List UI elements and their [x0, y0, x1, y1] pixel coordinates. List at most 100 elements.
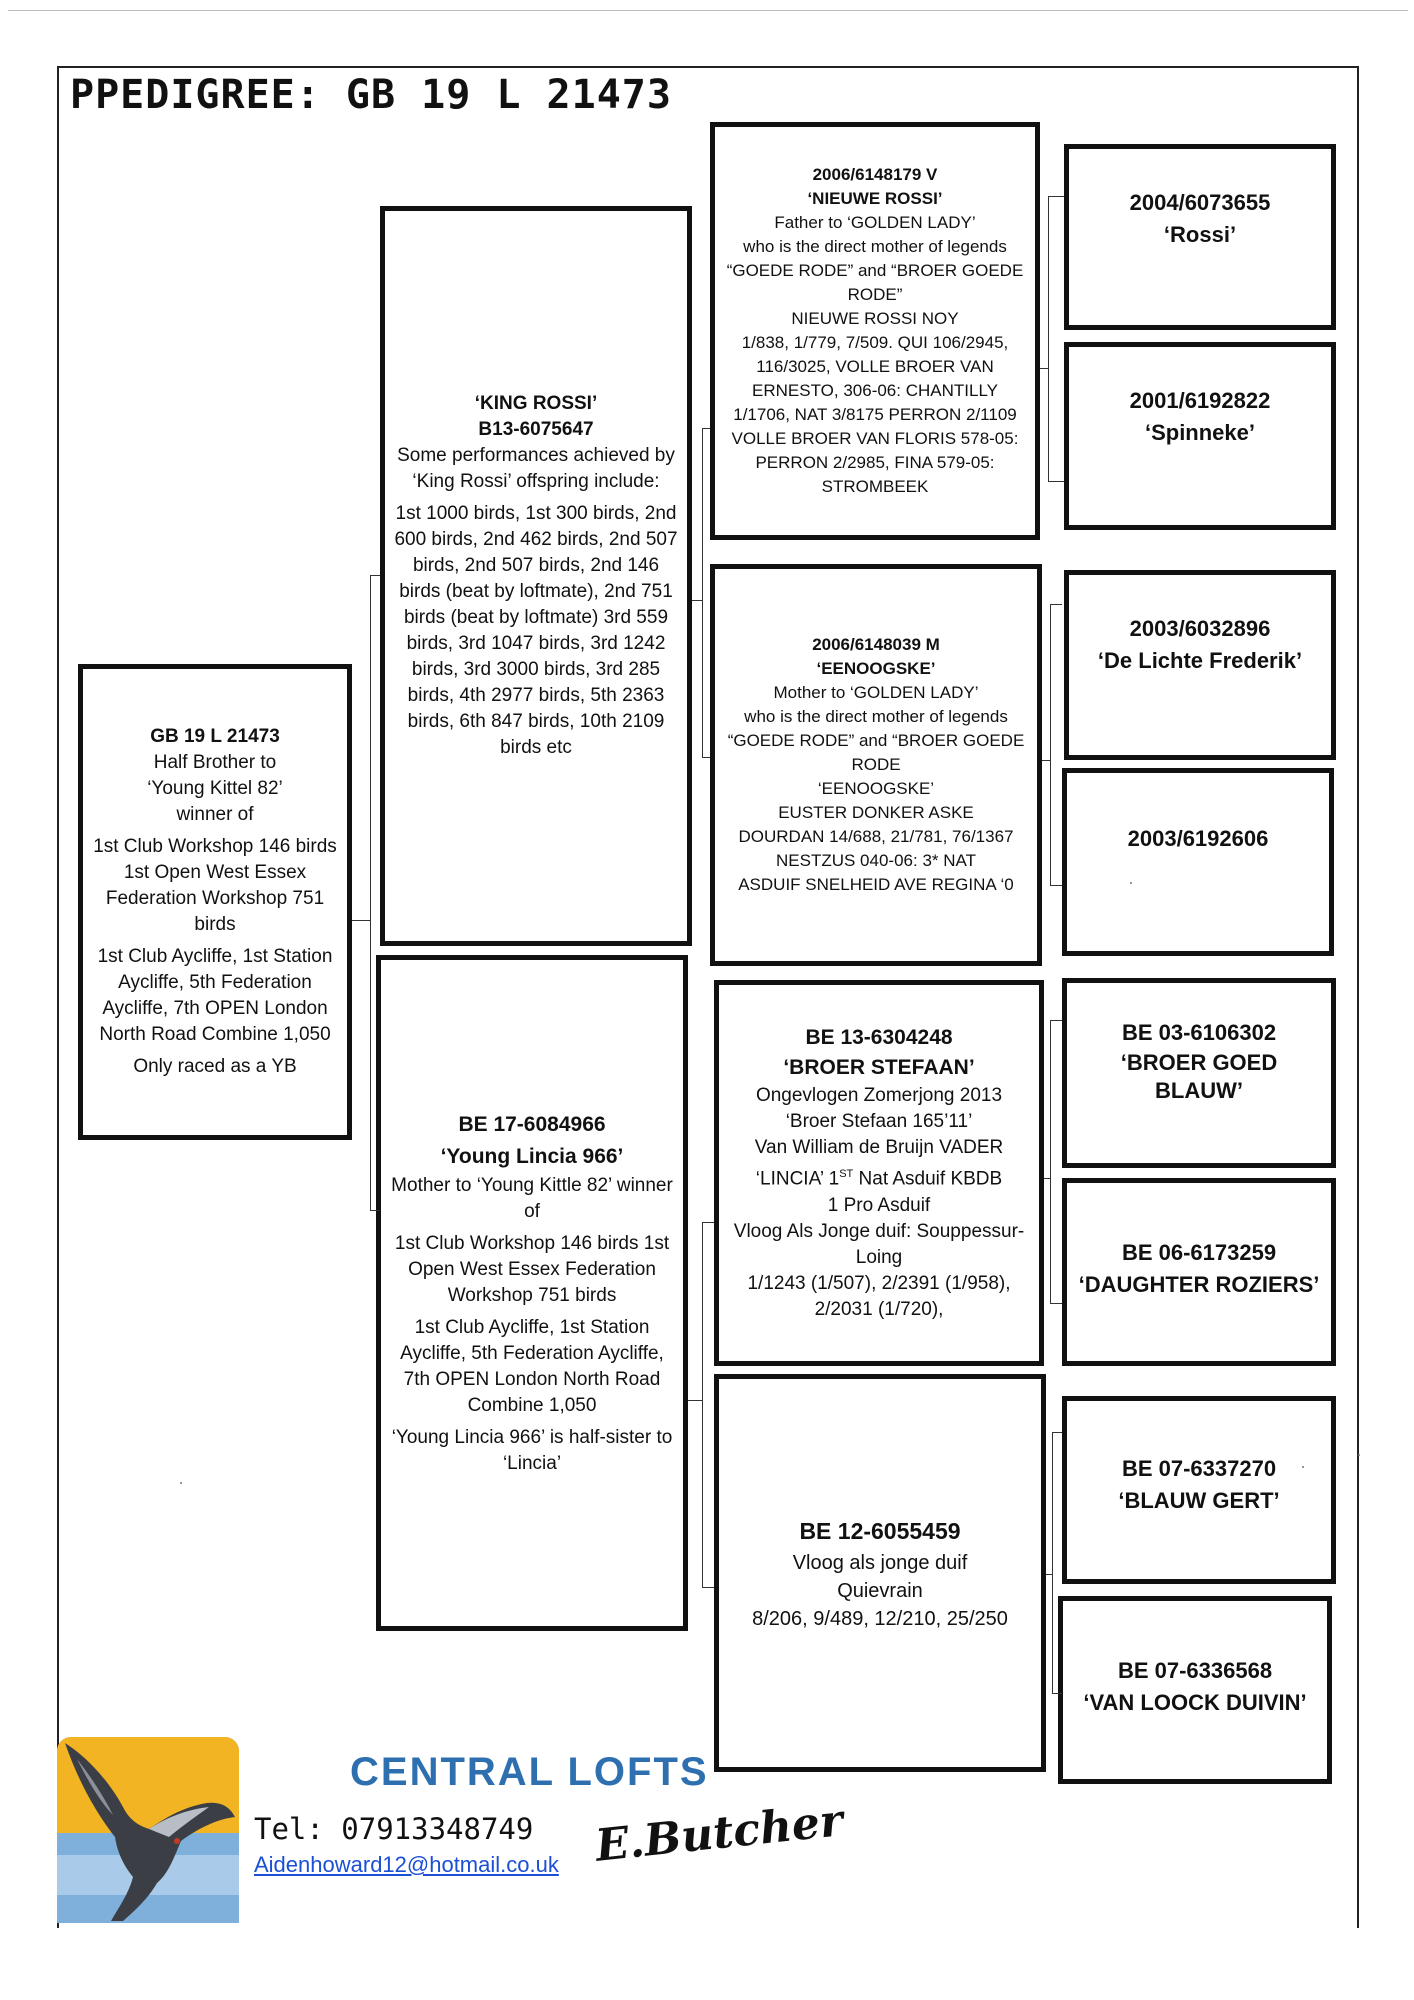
grandparent-line: Vloog als jonge duif [792, 1552, 968, 1574]
grandparent-line: ‘EENOOGSKE’ [817, 779, 935, 798]
scan-speck [1358, 1454, 1360, 1456]
grandparent-line: ‘LINCIA’ 1ST Nat Asduif KBDB [755, 1168, 1003, 1190]
grandparent-name: ‘NIEUWE ROSSI’ [807, 189, 943, 208]
great-grandparent-name: ‘BROER GOED BLAUW’ [1120, 1050, 1278, 1103]
great-grandparent-box: BE 07-6337270 ‘BLAUW GERT’ [1062, 1396, 1336, 1584]
great-grandparent-ring: BE 06-6173259 [1121, 1240, 1277, 1265]
grandsire-paternal-box: 2006/6148179 V ‘NIEUWE ROSSI’ Father to … [710, 122, 1040, 540]
connector-line [1044, 1178, 1050, 1179]
grandparent-line: Vloog Als Jonge duif: Souppessur-Loing [733, 1220, 1025, 1268]
grandparent-results: 8/206, 9/489, 12/210, 25/250 [752, 1608, 1008, 1630]
brand-name: CENTRAL LOFTS [350, 1750, 709, 1794]
sire-results: 1st 1000 birds, 1st 300 birds, 2nd 600 b… [394, 503, 678, 758]
great-grandparent-name: ‘VAN LOOCK DUIVIN’ [1083, 1690, 1307, 1715]
scan-speck [1302, 1466, 1304, 1468]
grandparent-name: ‘BROER STEFAAN’ [783, 1056, 975, 1080]
grandparent-ring: BE 12-6055459 [799, 1518, 961, 1544]
pigeon-logo [57, 1737, 239, 1923]
subject-box: GB 19 L 21473 Half Brother to ‘Young Kit… [78, 664, 352, 1140]
grandparent-line: Mother to ‘GOLDEN LADY’ [773, 683, 979, 702]
connector-line [688, 1400, 702, 1401]
great-grandparent-ring: BE 07-6337270 [1121, 1456, 1277, 1481]
grandparent-line: 1 Pro Asduif [827, 1194, 931, 1216]
grandparent-line: ‘Broer Stefaan 165’11’ [785, 1111, 973, 1133]
subject-ring: GB 19 L 21473 [150, 726, 280, 747]
grandparent-results: 1/1243 (1/507), 2/2391 (1/958), 2/2031 (… [747, 1272, 1011, 1320]
sire-intro: Some performances achieved by ‘King Ross… [397, 445, 675, 492]
grandparent-line: Father to ‘GOLDEN LADY’ [774, 213, 976, 232]
sire-name: ‘KING ROSSI’ [474, 393, 598, 414]
granddam-paternal-box: 2006/6148039 M ‘EENOOGSKE’ Mother to ‘GO… [710, 564, 1042, 966]
granddam-maternal-box: BE 12-6055459 Vloog als jonge duif Quiev… [714, 1374, 1046, 1772]
scan-speck [180, 1482, 182, 1484]
great-grandparent-ring: 2003/6032896 [1129, 616, 1271, 641]
subject-note: Only raced as a YB [133, 1056, 297, 1077]
great-grandparent-ring: 2004/6073655 [1129, 190, 1271, 215]
pigeon-logo-icon [57, 1737, 239, 1923]
connector-line [1046, 1574, 1052, 1575]
connector-line [352, 920, 370, 921]
subject-results: 1st Club Workshop 146 birds 1st Open Wes… [93, 836, 337, 935]
subject-line: winner of [176, 804, 254, 825]
grandparent-name: ‘EENOOGSKE’ [816, 659, 936, 678]
grandsire-maternal-box: BE 13-6304248 ‘BROER STEFAAN’ Ongevlogen… [714, 980, 1044, 1366]
grandparent-ring: 2006/6148039 M [812, 635, 940, 654]
great-grandparent-name: ‘Rossi’ [1163, 222, 1237, 247]
great-grandparent-name: ‘De Lichte Frederik’ [1097, 648, 1303, 673]
grandparent-ring: BE 13-6304248 [805, 1026, 953, 1050]
connector-bracket [702, 1222, 714, 1588]
great-grandparent-box: 2003/6032896 ‘De Lichte Frederik’ [1064, 570, 1336, 760]
dam-ring: BE 17-6084966 [458, 1113, 606, 1136]
connector-line [1042, 760, 1050, 761]
great-grandparent-box: BE 03-6106302 ‘BROER GOED BLAUW’ [1062, 978, 1336, 1168]
dam-results: 1st Club Aycliffe, 1st Station Aycliffe,… [400, 1317, 664, 1416]
great-grandparent-ring: 2001/6192822 [1129, 388, 1271, 413]
page-frame [57, 66, 1359, 1928]
page-title: PPEDIGREE: GB 19 L 21473 [70, 72, 672, 118]
grandparent-ring: 2006/6148179 V [812, 165, 938, 184]
subject-line: Half Brother to [153, 752, 277, 773]
connector-line [692, 600, 702, 601]
dam-note: ‘Young Lincia 966’ is half-sister to ‘Li… [391, 1427, 673, 1474]
great-grandparent-box: BE 07-6336568 ‘VAN LOOCK DUIVIN’ [1058, 1596, 1332, 1784]
grandparent-line: NESTZUS 040-06: 3* NAT [776, 851, 976, 870]
email-link[interactable]: Aidenhoward12@hotmail.co.uk [254, 1852, 559, 1877]
grandparent-line: EUSTER DONKER ASKE [778, 803, 974, 822]
connector-bracket [1052, 1432, 1062, 1694]
connector-bracket [370, 575, 380, 1211]
dam-box: BE 17-6084966 ‘Young Lincia 966’ Mother … [376, 955, 688, 1631]
grandparent-line: Ongevlogen Zomerjong 2013 [755, 1085, 1003, 1107]
grandparent-results: 1/838, 1/779, 7/509. QUI 106/2945, 116/3… [731, 333, 1019, 496]
sire-ring: B13-6075647 [478, 419, 594, 440]
grandparent-line: ASDUIF SNELHEID AVE REGINA ‘0 [738, 875, 1014, 894]
great-grandparent-ring: BE 07-6336568 [1117, 1658, 1273, 1683]
great-grandparent-box: 2001/6192822 ‘Spinneke’ [1064, 342, 1336, 530]
connector-bracket [1050, 1020, 1062, 1304]
grandparent-line: who is the direct mother of legends “GOE… [726, 237, 1024, 304]
great-grandparent-box: 2004/6073655 ‘Rossi’ [1064, 144, 1336, 330]
scan-speck [1130, 882, 1132, 884]
connector-bracket [702, 428, 710, 758]
grandparent-results: DOURDAN 14/688, 21/781, 76/1367 [738, 827, 1014, 846]
great-grandparent-box: BE 06-6173259 ‘DAUGHTER ROZIERS’ [1062, 1178, 1336, 1366]
grandparent-line: Van William de Bruijn VADER [754, 1137, 1004, 1159]
connector-bracket [1048, 196, 1064, 482]
great-grandparent-box: 2003/6192606 [1062, 768, 1334, 956]
grandparent-line: who is the direct mother of legends “GOE… [727, 707, 1025, 774]
dam-results: 1st Club Workshop 146 birds 1st Open Wes… [394, 1233, 670, 1306]
great-grandparent-name: ‘DAUGHTER ROZIERS’ [1078, 1272, 1320, 1297]
connector-line [1040, 368, 1048, 369]
great-grandparent-name: ‘Spinneke’ [1144, 420, 1256, 445]
grandparent-line: Quievrain [837, 1580, 923, 1602]
phone-number: Tel: 07913348749 [254, 1812, 534, 1846]
scan-top-edge [8, 10, 1408, 11]
subject-line: ‘Young Kittel 82’ [147, 778, 283, 799]
dam-name: ‘Young Lincia 966’ [440, 1145, 624, 1168]
subject-results: 1st Club Aycliffe, 1st Station Aycliffe,… [97, 946, 333, 1045]
grandparent-line: NIEUWE ROSSI NOY [791, 309, 959, 328]
great-grandparent-ring: BE 03-6106302 [1121, 1020, 1277, 1045]
connector-bracket [1050, 604, 1062, 886]
sire-box: ‘KING ROSSI’ B13-6075647 Some performanc… [380, 206, 692, 946]
great-grandparent-ring: 2003/6192606 [1127, 826, 1269, 851]
great-grandparent-name: ‘BLAUW GERT’ [1118, 1488, 1280, 1513]
